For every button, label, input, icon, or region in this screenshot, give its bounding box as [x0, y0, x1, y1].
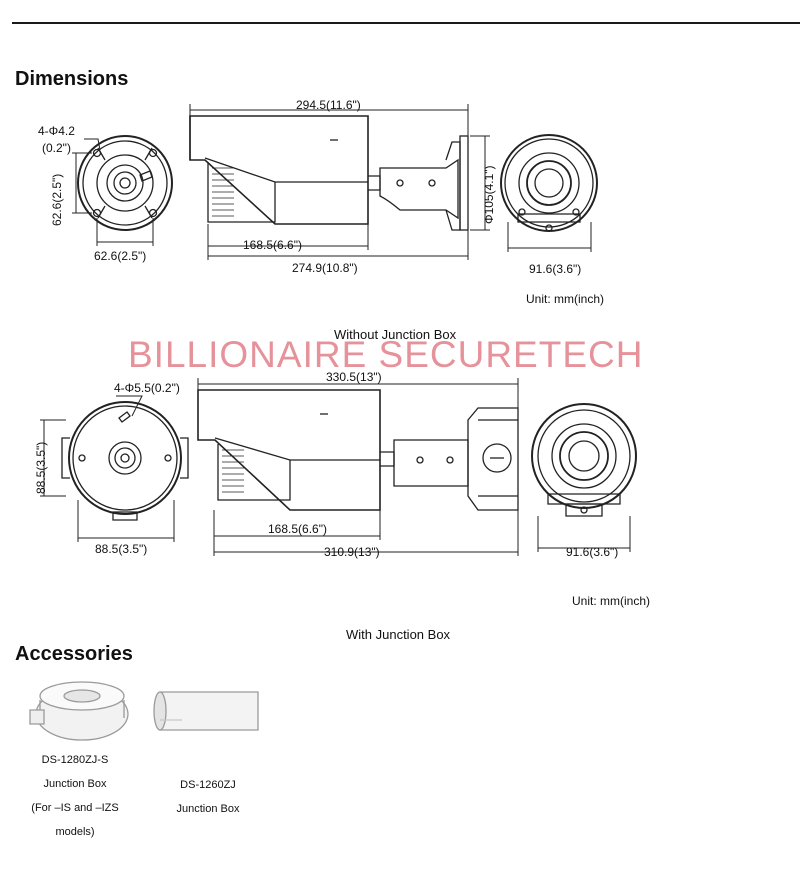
- mount-plate-junction-view: [40, 395, 189, 542]
- junction-mount-height-label: 88.5(3.5"): [34, 441, 48, 494]
- junction-total-length-label: 330.5(13"): [326, 370, 382, 384]
- junction-hole-spec-label: 4-Φ5.5(0.2"): [114, 381, 180, 395]
- accessory-model: DS-1260ZJ: [180, 779, 236, 791]
- diameter-label: Φ105(4.1"): [482, 165, 496, 224]
- accessory-model: DS-1280ZJ-S: [41, 754, 109, 766]
- with-junction-box-caption: With Junction Box: [346, 627, 451, 642]
- front-width-label: 91.6(3.6"): [529, 262, 582, 276]
- top-divider: [12, 22, 800, 24]
- hole-spec-label: 4-Φ4.2: [38, 124, 75, 138]
- hole-spec-inch-label: (0.2"): [42, 141, 71, 155]
- camera-side-view-top: [189, 104, 490, 260]
- junction-unit-label: Unit: mm(inch): [572, 594, 651, 608]
- junction-box-ds1280zj-s-image: [29, 681, 129, 741]
- base-length-label: 274.9(10.8"): [292, 261, 358, 275]
- unit-label: Unit: mm(inch): [526, 292, 605, 306]
- accessory-note: (For –IS and –IZS: [31, 802, 119, 814]
- accessory-name: Junction Box: [43, 778, 107, 790]
- camera-side-view-junction: [197, 378, 519, 556]
- junction-mount-width-label: 88.5(3.5"): [95, 542, 148, 556]
- total-length-label: 294.5(11.6"): [296, 98, 361, 112]
- accessory-ds1260zj: DS-1260ZJ Junction Box: [158, 773, 258, 821]
- without-junction-box-caption: Without Junction Box: [334, 327, 457, 342]
- mount-height-label: 62.6(2.5"): [50, 173, 64, 226]
- camera-front-view-top: [500, 134, 598, 252]
- junction-body-length-label: 168.5(6.6"): [268, 522, 327, 536]
- mount-width-label: 62.6(2.5"): [94, 249, 147, 263]
- junction-front-width-label: 91.6(3.6"): [566, 545, 619, 559]
- accessory-note: models): [55, 826, 95, 838]
- body-length-label: 168.5(6.6"): [243, 238, 302, 252]
- junction-base-length-label: 310.9(13"): [324, 545, 380, 559]
- dimensions-heading: Dimensions: [15, 68, 129, 90]
- mount-plate-top-view: [72, 135, 173, 246]
- accessories-heading: Accessories: [15, 643, 133, 665]
- accessory-name: Junction Box: [176, 803, 240, 815]
- accessory-ds1280zj-s: DS-1280ZJ-S Junction Box (For –IS and –I…: [20, 748, 130, 844]
- junction-box-ds1260zj-image: [153, 691, 259, 731]
- camera-front-view-junction: [531, 403, 637, 552]
- watermark-text: BILLIONAIRE SECURETECH: [128, 334, 644, 375]
